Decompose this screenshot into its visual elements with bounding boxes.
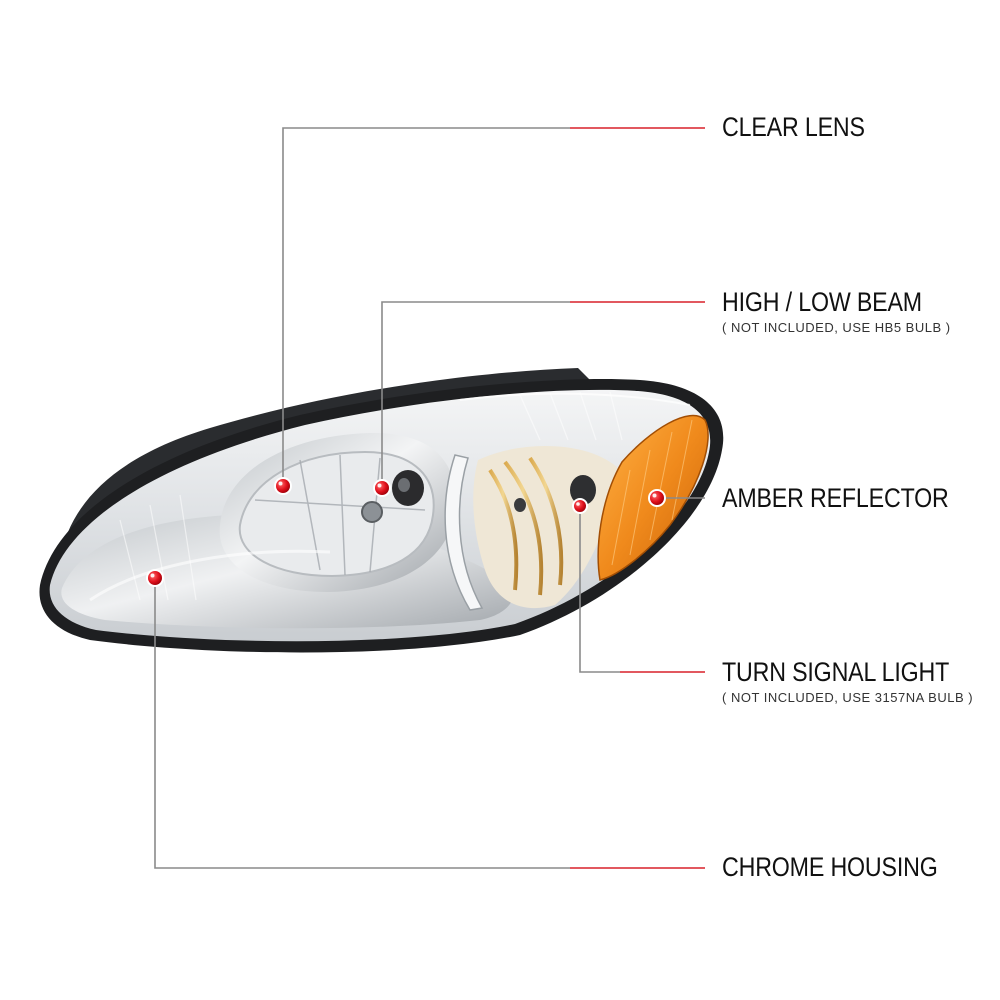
leader-line-clear-lens — [282, 127, 570, 486]
callout-note: ( NOT INCLUDED, USE 3157NA BULB ) — [722, 690, 974, 705]
callout-turn-signal-light: TURN SIGNAL LIGHT ( NOT INCLUDED, USE 31… — [722, 657, 986, 705]
callout-title: CHROME HOUSING — [722, 852, 938, 882]
headlight-assembly-icon — [39, 368, 724, 653]
callout-high-low-beam: HIGH / LOW BEAM ( NOT INCLUDED, USE HB5 … — [722, 287, 955, 335]
callout-marker-dot-icon — [572, 498, 588, 514]
callout-clear-lens: CLEAR LENS — [722, 112, 888, 143]
callout-marker-dot-icon — [373, 479, 391, 497]
leader-line-high-low-beam — [381, 301, 570, 488]
leader-line-turn-signal — [579, 506, 620, 673]
callout-title: TURN SIGNAL LIGHT — [722, 657, 950, 687]
callout-title: AMBER REFLECTOR — [722, 483, 949, 513]
callout-title: HIGH / LOW BEAM — [722, 287, 922, 317]
callout-amber-reflector: AMBER REFLECTOR — [722, 483, 986, 514]
callout-title: CLEAR LENS — [722, 112, 865, 142]
callout-marker-dot-icon — [274, 477, 292, 495]
callout-note: ( NOT INCLUDED, USE HB5 BULB ) — [722, 320, 951, 335]
leader-line-chrome-housing — [154, 578, 570, 869]
callout-marker-dot-icon — [648, 489, 666, 507]
callout-chrome-housing: CHROME HOUSING — [722, 852, 973, 883]
callout-marker-dot-icon — [146, 569, 164, 587]
